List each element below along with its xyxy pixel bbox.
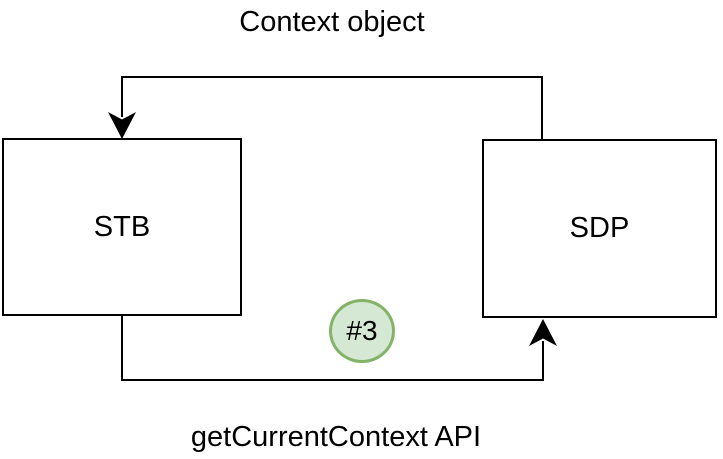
top-edge-label: Context object [239, 6, 425, 38]
node-stb-label: STB [93, 210, 151, 243]
node-sdp-label: SDP [569, 212, 630, 244]
bottom-edge-label: getCurrentContext API [190, 421, 482, 453]
arrowhead-down-icon [108, 112, 136, 139]
step-badge: #3 [329, 299, 395, 363]
get-current-context-connector [121, 316, 544, 381]
node-stb: STB [2, 138, 242, 316]
arrowhead-up-icon [529, 319, 557, 346]
context-object-connector [121, 76, 543, 139]
node-sdp: SDP [482, 139, 717, 318]
